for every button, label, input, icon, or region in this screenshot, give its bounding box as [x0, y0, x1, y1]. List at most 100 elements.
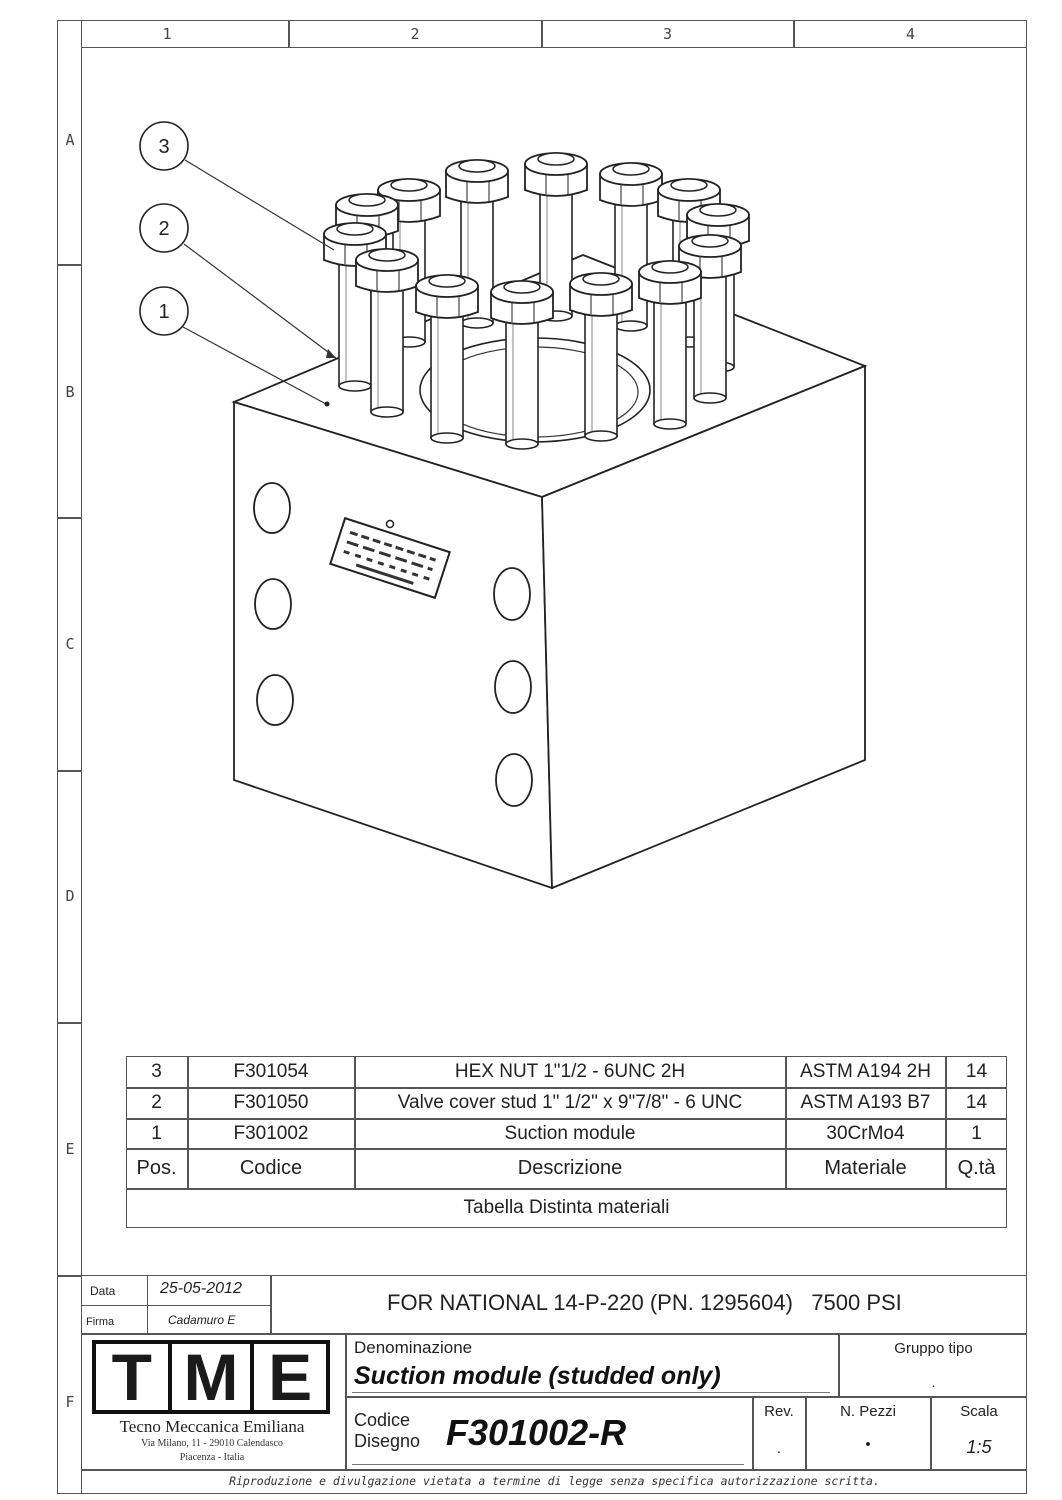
logo-letter: E [268, 1340, 313, 1414]
bom-cell-materiale: ASTM A194 2H [800, 1061, 931, 1082]
denominazione-value: Suction module (studded only) [354, 1362, 721, 1390]
bom-cell-pos: 1 [151, 1122, 162, 1144]
npezzi-label: N. Pezzi [840, 1403, 896, 1420]
codice-disegno-value: F301002-R [446, 1412, 627, 1453]
bom-hline [126, 1087, 1007, 1089]
zone-column-strip [82, 20, 1027, 48]
bom-cell-pos: 3 [151, 1061, 162, 1082]
zone-row-label: D [65, 887, 75, 905]
disegno-label: Disegno [354, 1431, 421, 1451]
bom-header-codice: Codice [239, 1157, 303, 1179]
bom-cell-qta: 14 [965, 1092, 988, 1113]
balloon-leader [182, 326, 327, 405]
tb-line [838, 1333, 840, 1396]
tb-line [147, 1275, 148, 1333]
bom-vline [945, 1056, 947, 1189]
bom-cell-materiale: ASTM A193 B7 [800, 1092, 931, 1113]
nameplate [329, 516, 451, 600]
zone-col-label: 1 [162, 25, 172, 43]
bom-cell-descrizione: Suction module [504, 1122, 636, 1144]
bom-header-descrizione: Descrizione [517, 1157, 623, 1179]
port-hole [253, 482, 291, 534]
zone-row-label: B [65, 383, 75, 401]
bom-hline [126, 1118, 1007, 1120]
balloon-2 [139, 203, 189, 253]
balloon-label: 1 [158, 301, 169, 323]
bom-vline [187, 1056, 189, 1189]
zone-col-label: 4 [905, 25, 916, 43]
bom-cell-codice: F301054 [233, 1061, 309, 1082]
zone-row-strip [57, 20, 82, 1494]
bom-header-pos: Pos. [136, 1157, 177, 1179]
isometric-drawing: 3 2 1 [139, 121, 868, 890]
title-block [82, 1275, 1027, 1494]
bom-cell-qta: 1 [971, 1122, 982, 1144]
tb-underline [352, 1392, 830, 1393]
zone-col-divider [288, 20, 290, 48]
codice-label: Codice [354, 1410, 411, 1430]
tb-underline [352, 1464, 744, 1465]
port-hole [495, 753, 533, 807]
data-label: Data [90, 1284, 116, 1298]
bom-header-materiale: Materiale [824, 1157, 907, 1179]
zone-row-label: C [65, 635, 75, 653]
balloon-leader [184, 159, 335, 251]
zone-col-divider [793, 20, 795, 48]
rev-label: Rev. [764, 1403, 794, 1420]
company-address: Via Milano, 11 - 29010 Calendasco [141, 1438, 283, 1449]
zone-row-divider [57, 1022, 82, 1024]
bom-cell-codice: F301002 [233, 1122, 309, 1144]
tb-line [82, 1305, 270, 1306]
bom-cell-descrizione: HEX NUT 1"1/2 - 6UNC 2H [454, 1061, 686, 1082]
block-right-face [541, 364, 866, 890]
footer-notice: Riproduzione e divulgazione vietata a te… [229, 1474, 880, 1488]
data-value: 25-05-2012 [160, 1280, 242, 1297]
balloon-leader [183, 243, 337, 359]
tb-line [752, 1396, 754, 1469]
scala-label: Scala [960, 1403, 998, 1420]
zone-row-divider [57, 517, 82, 519]
bom-table [126, 1056, 1007, 1228]
drawing-header: FOR NATIONAL 14-P-220 (PN. 1295604) 7500… [387, 1290, 902, 1315]
tb-line [270, 1275, 272, 1333]
zone-row-label: E [65, 1140, 75, 1158]
bom-cell-codice: F301050 [233, 1092, 309, 1113]
zone-row-label: F [65, 1393, 75, 1411]
npezzi-value: • [865, 1436, 871, 1453]
bom-hline [126, 1188, 1007, 1190]
zone-col-divider [541, 20, 543, 48]
zone-col-label: 2 [410, 25, 420, 43]
balloon-label: 2 [158, 218, 169, 240]
gruppo-value: . [931, 1374, 936, 1390]
gruppo-label: Gruppo tipo [894, 1340, 973, 1357]
logo-letter: M [172, 1344, 255, 1410]
bom-vline [354, 1056, 356, 1189]
firma-value: Cadamuro E [168, 1313, 236, 1327]
bom-cell-materiale: 30CrMo4 [826, 1122, 905, 1144]
tb-line [82, 1469, 1027, 1471]
tb-line [345, 1333, 347, 1469]
bom-cell-descrizione: Valve cover stud 1" 1/2" x 9"7/8" - 6 UN… [397, 1092, 743, 1113]
tb-line [805, 1396, 807, 1469]
zone-row-divider [57, 1275, 82, 1277]
zone-row-label: A [65, 131, 75, 149]
balloon-label: 3 [158, 136, 169, 158]
bom-header-qta: Q.tà [957, 1157, 996, 1179]
rev-value: . [776, 1440, 782, 1457]
zone-row-divider [57, 770, 82, 772]
tb-line [345, 1396, 1027, 1398]
company-name: Tecno Meccanica Emiliana [119, 1417, 305, 1436]
bom-hline [126, 1148, 1007, 1150]
bom-title: Tabella Distinta materiali [463, 1197, 670, 1218]
port-hole [493, 567, 531, 621]
logo-letter: T [96, 1344, 172, 1410]
scala-value: 1:5 [966, 1437, 992, 1457]
bom-vline [785, 1056, 787, 1189]
denominazione-label: Denominazione [354, 1338, 473, 1357]
port-hole [256, 674, 294, 726]
firma-label: Firma [86, 1316, 115, 1328]
tme-logo: T M E [92, 1340, 330, 1414]
balloon-3 [139, 121, 189, 171]
zone-col-label: 3 [662, 25, 673, 43]
port-hole [254, 578, 292, 630]
